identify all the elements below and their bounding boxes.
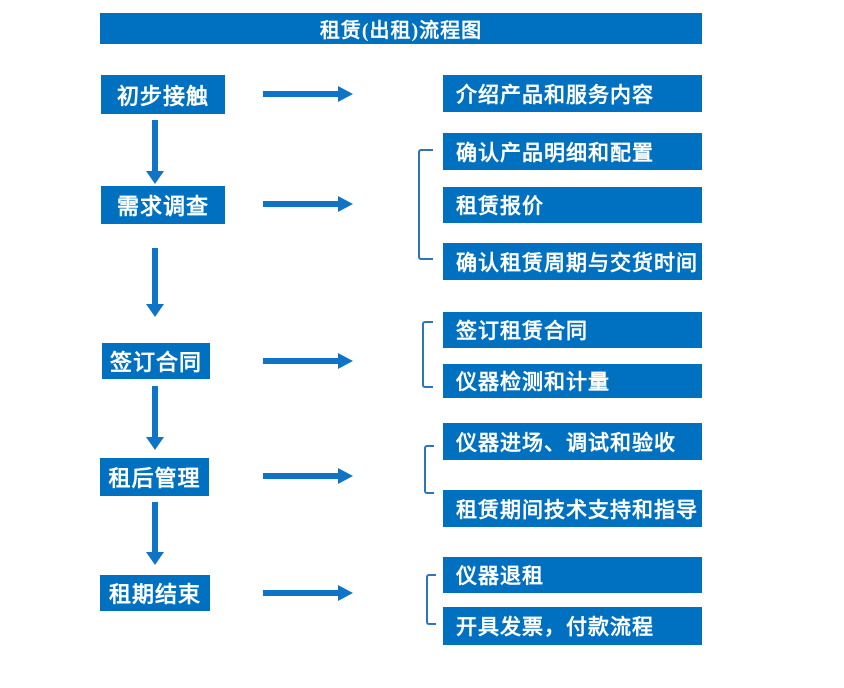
arrow-head (338, 86, 353, 102)
arrow-head (338, 468, 353, 484)
bracket-lease-end-group (426, 574, 436, 625)
bracket-post-rental-group (424, 445, 434, 494)
down-arrow-icon (146, 502, 164, 565)
detail-box-sign-rental-contract: 签订租赁合同 (443, 312, 702, 348)
detail-box-instrument-return: 仪器退租 (443, 557, 702, 593)
arrow-head (338, 196, 353, 212)
right-arrow-icon (263, 86, 353, 102)
arrow-shaft (263, 358, 340, 364)
detail-box-instrument-entry-debug: 仪器进场、调试和验收 (443, 423, 702, 460)
step-box-initial-contact: 初步接触 (101, 75, 225, 114)
down-arrow-icon (146, 386, 164, 450)
detail-box-tech-support: 租赁期间技术支持和指导 (443, 490, 702, 527)
down-arrow-icon (146, 120, 164, 184)
flowchart-title: 租赁(出租)流程图 (100, 13, 702, 44)
step-box-demand-survey: 需求调查 (101, 186, 225, 224)
step-box-sign-contract: 签订合同 (102, 343, 210, 379)
bracket-sign-contract-group (422, 321, 433, 388)
right-arrow-icon (263, 468, 353, 484)
detail-box-instrument-test-metering: 仪器检测和计量 (443, 364, 702, 398)
arrow-shaft (263, 473, 340, 479)
arrow-shaft (152, 248, 158, 306)
detail-box-invoice-payment: 开具发票，付款流程 (443, 607, 702, 645)
detail-box-confirm-period-delivery: 确认租赁周期与交货时间 (443, 243, 702, 280)
detail-box-confirm-product-details: 确认产品明细和配置 (443, 133, 702, 170)
bracket-demand-survey-group (418, 149, 433, 260)
detail-box-introduce-products: 介绍产品和服务内容 (443, 75, 702, 112)
arrow-shaft (152, 502, 158, 554)
arrow-head (338, 585, 353, 601)
arrow-head (146, 552, 164, 565)
arrow-shaft (152, 120, 158, 173)
arrow-shaft (152, 386, 158, 439)
arrow-shaft (263, 91, 340, 97)
step-box-post-rental-management: 租后管理 (100, 458, 209, 496)
arrow-head (338, 353, 353, 369)
down-arrow-icon (146, 248, 164, 317)
arrow-head (146, 171, 164, 184)
step-box-lease-end: 租期结束 (100, 575, 210, 611)
arrow-head (146, 437, 164, 450)
detail-box-rental-quote: 租赁报价 (443, 187, 702, 223)
right-arrow-icon (263, 585, 353, 601)
arrow-shaft (263, 201, 340, 207)
right-arrow-icon (263, 196, 353, 212)
arrow-head (146, 304, 164, 317)
arrow-shaft (263, 590, 340, 596)
right-arrow-icon (263, 353, 353, 369)
